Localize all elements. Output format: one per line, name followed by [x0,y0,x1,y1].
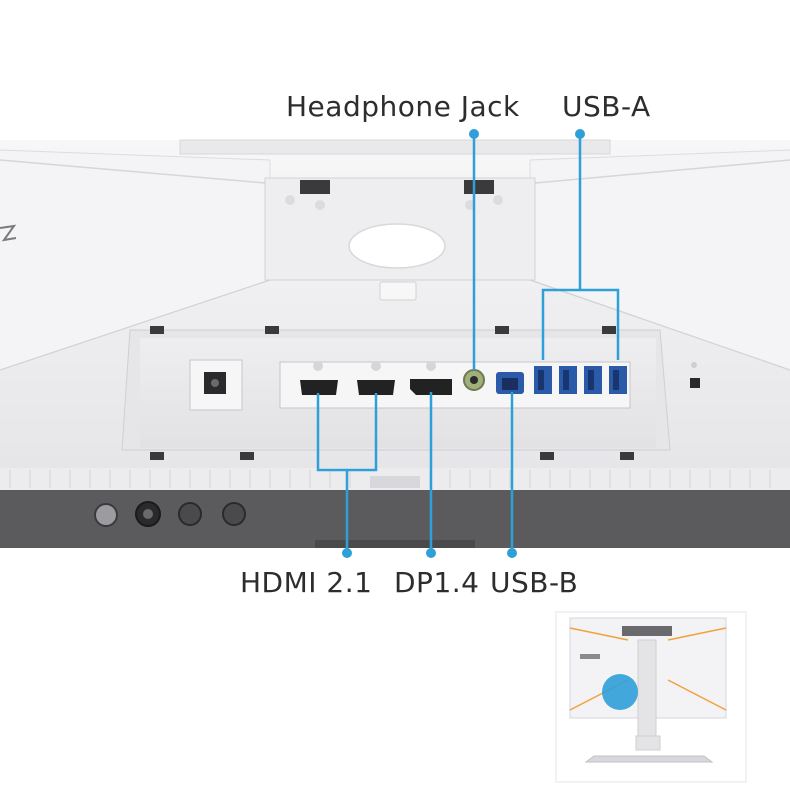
hdmi-label: HDMI 2.1 [240,566,373,599]
io-bay [121,326,700,460]
osd-button-2 [178,502,202,526]
displayport-label: DP1.4 [394,566,480,599]
usb-b-port [496,372,524,394]
usb-a-ports [534,366,627,394]
callout-dots [342,129,585,558]
headphone-jack-label: Headphone Jack [286,90,520,123]
usb-b-label: USB-B [490,566,579,599]
callout-lines [316,134,620,552]
bottom-bezel [0,468,790,548]
highlight-circle [602,674,638,710]
hdmi-port-2 [357,361,395,395]
usb-a-label: USB-A [562,90,651,123]
stand-mount [264,177,536,301]
headphone-jack [463,369,485,391]
osd-button-3 [222,502,246,526]
hdmi-port-1 [300,361,338,395]
displayport-port [410,361,452,395]
osd-button-1 [94,503,118,527]
inset-monitor-thumbnail [555,611,747,783]
